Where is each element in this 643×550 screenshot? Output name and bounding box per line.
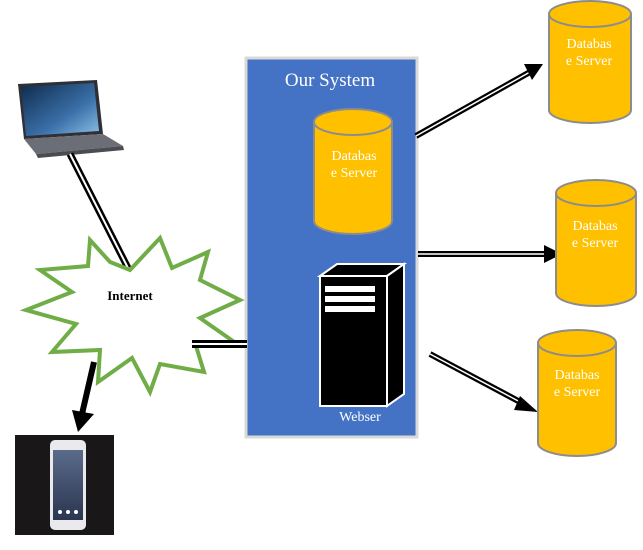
external-database-2: Databas e Server	[555, 179, 637, 307]
webserver: Webser	[316, 262, 408, 425]
external-db-2-label-line2: e Server	[572, 236, 619, 251]
external-database-3: Databas e Server	[537, 329, 617, 457]
system-database: Databas e Server	[313, 108, 393, 235]
system-db-label-line1: Databas	[331, 149, 376, 164]
external-db-3-label-line1: Databas	[554, 368, 599, 383]
external-db-2-label-line1: Databas	[572, 219, 617, 234]
laptop-icon	[18, 80, 124, 158]
external-db-1-label-line1: Databas	[566, 37, 611, 52]
database-cylinder-icon	[555, 179, 637, 307]
external-db-3-label-line2: e Server	[554, 385, 601, 400]
external-database-1: Databas e Server	[548, 0, 632, 124]
database-cylinder-icon	[548, 0, 632, 124]
arrow-to-db-2	[418, 245, 562, 263]
system-db-label-line2: e Server	[331, 166, 378, 181]
smartphone-icon	[15, 435, 114, 535]
system-title: Our System	[285, 70, 375, 91]
server-tower-icon	[316, 262, 408, 408]
arrow-to-db-3	[428, 351, 538, 412]
internet-cloud: Internet	[19, 234, 247, 397]
internet-label: Internet	[107, 288, 153, 303]
database-cylinder-icon	[313, 108, 393, 235]
internet-phone-arrow	[72, 361, 97, 432]
arrow-to-db-1	[414, 64, 543, 139]
laptop-link	[66, 152, 132, 270]
database-cylinder-icon	[537, 329, 617, 457]
external-db-1-label-line2: e Server	[566, 54, 613, 69]
webserver-label: Webser	[339, 410, 381, 425]
